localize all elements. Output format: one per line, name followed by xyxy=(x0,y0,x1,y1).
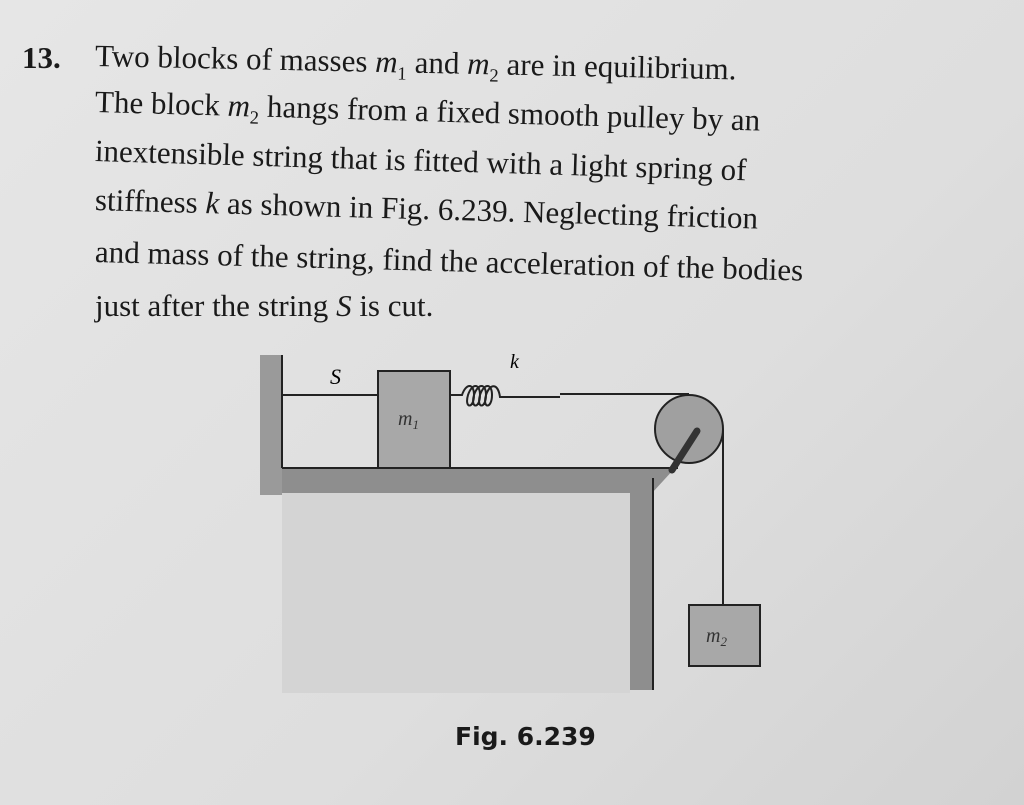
block-m1 xyxy=(377,370,451,469)
wall xyxy=(260,355,282,495)
label-m1: m1 xyxy=(398,408,419,432)
label-s: S xyxy=(330,364,341,389)
spring-k xyxy=(450,385,560,407)
pulley-bracket xyxy=(668,427,701,474)
label-m2: m2 xyxy=(706,625,727,649)
table-surface xyxy=(282,468,675,690)
pulley xyxy=(654,394,724,464)
block-m2 xyxy=(688,604,761,667)
background-shade xyxy=(282,493,630,693)
question-number: 13. xyxy=(22,40,61,75)
figure-caption: Fig. 6.239 xyxy=(455,722,596,751)
label-k: k xyxy=(510,351,520,373)
problem-line-6: just after the string S is cut. xyxy=(95,288,434,323)
